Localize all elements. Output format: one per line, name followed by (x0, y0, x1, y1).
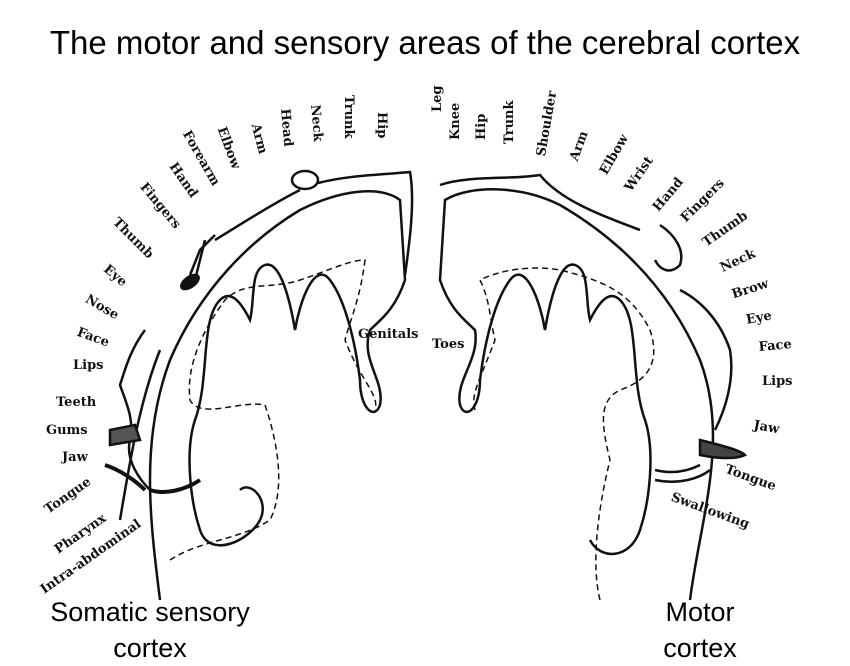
sensory-caption-line1: Somatic sensory (50, 597, 250, 627)
motor-label-lips: Lips (762, 374, 793, 389)
sensory-cortex-outline (118, 190, 407, 601)
motor-label-hip: Hip (474, 113, 489, 140)
motor-label-face: Face (758, 337, 793, 355)
motor-label-knee: Knee (448, 102, 463, 140)
sensory-label-neck: Neck (307, 104, 326, 143)
sensory-caption-line2: cortex (113, 633, 187, 663)
sensory-label-jaw: Jaw (62, 450, 88, 465)
sensory-label-leg: Leg (430, 85, 445, 112)
sensory-label-lips: Lips (73, 358, 104, 373)
motor-dashed-line (473, 267, 655, 601)
diagram-title: The motor and sensory areas of the cereb… (49, 24, 801, 61)
motor-homunculus (439, 173, 748, 483)
sensory-label-genitals: Genitals (358, 327, 419, 342)
sensory-label-head: Head (277, 108, 296, 148)
motor-caption-line2: cortex (663, 633, 737, 663)
motor-cortex-outline (438, 188, 715, 601)
sensory-dashed-line (169, 259, 377, 561)
sensory-label-trunk: Trunk (341, 95, 356, 139)
sensory-homunculus (104, 169, 414, 494)
motor-caption-line1: Motor (665, 597, 735, 627)
motor-cortex-caption: Motor cortex (640, 594, 760, 666)
sensory-label-gums: Gums (46, 423, 88, 438)
motor-label-trunk: Trunk (502, 100, 517, 145)
sensory-cortex-caption: Somatic sensory cortex (30, 594, 270, 666)
sensory-label-hip: Hip (374, 112, 389, 139)
motor-label-toes: Toes (432, 337, 465, 352)
sensory-label-teeth: Teeth (56, 395, 97, 410)
